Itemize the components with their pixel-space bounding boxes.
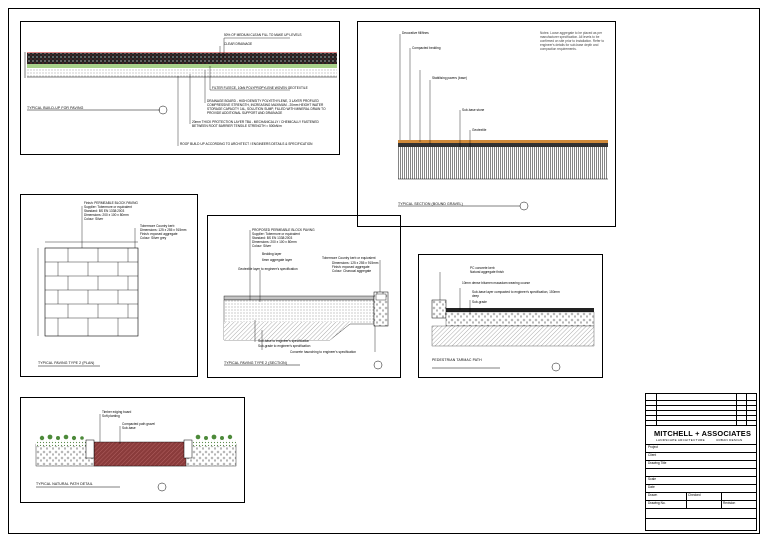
callout: Colour: Charcoal aggregate [332, 269, 372, 273]
tb-label: Project [648, 445, 658, 449]
panel-title: TYPICAL PAVING TYPE 2 (PLAN) [38, 361, 95, 365]
callout: Geotextile [472, 128, 487, 132]
callout: Tobermore Country kerb [140, 224, 175, 228]
callout: Natural aggregate finish [470, 270, 504, 274]
callout: Sub-grade to engineer's specification [258, 344, 311, 348]
callout: Colour: Silver grey [140, 236, 167, 240]
tb-label: Date [648, 485, 655, 489]
callout: Supplier: Tobermore or equivalent [84, 205, 132, 209]
tb-label: Drawn [648, 493, 658, 497]
panel-paving-buildup [20, 21, 340, 155]
callout: CLEAR DRAINAGE [224, 42, 253, 46]
panel-natural-path-graphic [35, 414, 237, 492]
company-sub-right: URBAN DESIGN [716, 438, 743, 442]
callout: Sub-base [122, 426, 136, 430]
callout: DRAINAGE BOARD - HIGH DENSITY POLYETHYLE… [207, 99, 326, 115]
callout: Dimensions: 125 x 255 x 915mm [332, 261, 379, 265]
callout: Compacted path gravel [122, 422, 155, 426]
panel-title: TYPICAL BUILD-UP FOR PAVING [27, 106, 84, 110]
callout: Geotextile layer to engineer's specifica… [238, 267, 298, 271]
callout: Tobermore Country kerb or equivalent [322, 256, 376, 260]
title-block: MITCHELL + ASSOCIATES LANDSCAPE ARCHITEC… [645, 393, 757, 531]
tb-label: Revision [723, 501, 736, 505]
callout: Colour: Silver [252, 244, 272, 248]
callout: Sub-base layer compacted to engineer's s… [472, 290, 560, 298]
panel-natural-path [20, 397, 245, 503]
panel-paving-section [207, 215, 401, 378]
company-name: MITCHELL + ASSOCIATES [654, 429, 752, 438]
callout: Standard: BS EN 1338:2003 [252, 236, 293, 240]
callout: Soft planting [102, 414, 120, 418]
callout: Stabilising pavers (base) [432, 76, 467, 80]
callout: Compacted bedding [412, 46, 441, 50]
panel-paving-section-graphic [223, 230, 389, 370]
panel-tarmac [418, 254, 603, 378]
company-sub-left: LANDSCAPE ARCHITECTURE [656, 438, 705, 442]
panel-bound-gravel-graphic [398, 34, 608, 211]
tb-label: Client [648, 453, 657, 457]
callout: Concrete haunching to engineer's specifi… [290, 350, 356, 354]
panel-block-plan-graphic [37, 206, 139, 367]
callout: Dimensions: 200 x 100 x 80mm [252, 240, 297, 244]
callout: Sub-base to engineer's specification [258, 339, 310, 343]
callout: Timber edging board [102, 410, 132, 414]
panel-block-plan [20, 194, 198, 377]
callout: Bedding layer [262, 252, 282, 256]
callout: 20mm THICK PROTECTION LAYER TBA - MECHAN… [192, 120, 319, 128]
panel-notes: Notes: Loose aggregate to be placed as p… [540, 31, 605, 51]
callout: Supplier: Tobermore or equivalent [252, 232, 300, 236]
panel-tarmac-graphic [431, 272, 595, 372]
callout: Dimensions: 200 x 100 x 80mm [84, 213, 129, 217]
drawing-sheet [8, 8, 760, 534]
callout: PROPOSED PERMEABLE BLOCK PAVING [252, 228, 315, 232]
panel-title: TYPICAL NATURAL PATH DETAIL [36, 482, 93, 486]
panel-bound-gravel [357, 21, 616, 227]
callout: Dimensions: 125 x 255 x 915mm [140, 228, 187, 232]
tb-label: Scale [648, 477, 656, 481]
callout: 6mm aggregate layer [262, 258, 293, 262]
callout: FILTER FLEECE, 10kN POLYPROPYLENE WOVEN … [212, 86, 308, 90]
tb-label: Drawing No. [648, 501, 666, 505]
callout: PC concrete kerb [470, 266, 495, 270]
panel-paving-buildup-graphic [24, 37, 337, 146]
callout: Finish: PERMEABLE BLOCK PAVING [84, 201, 138, 205]
panel-title: TYPICAL SECTION (BOUND GRAVEL) [398, 202, 463, 206]
callout: ROOF BUILD UP ACCORDING TO ARCHITECT / E… [180, 142, 313, 146]
callout: 10mm dense bitumen macadam wearing cours… [462, 281, 531, 285]
callout: Finish: exposed aggregate [140, 232, 178, 236]
callout: Sub-grade [472, 300, 487, 304]
callout: Decorative fill/fines [402, 31, 429, 35]
callout: Sub-base stone [462, 108, 485, 112]
callout: 50% OF MEDIUM CLEAN FILL TO MAKE UP LEVE… [224, 33, 302, 37]
callout: Standard: BS EN 1338:2003 [84, 209, 125, 213]
tb-label: Drawing Title [648, 461, 667, 465]
panel-title: TYPICAL PAVING TYPE 2 (SECTION) [224, 361, 288, 365]
callout: Finish: exposed aggregate [332, 265, 370, 269]
panel-title: PEDESTRIAN TARMAC PATH [432, 358, 482, 362]
tb-label: Checked [688, 493, 701, 497]
callout: Colour: Silver [84, 217, 104, 221]
